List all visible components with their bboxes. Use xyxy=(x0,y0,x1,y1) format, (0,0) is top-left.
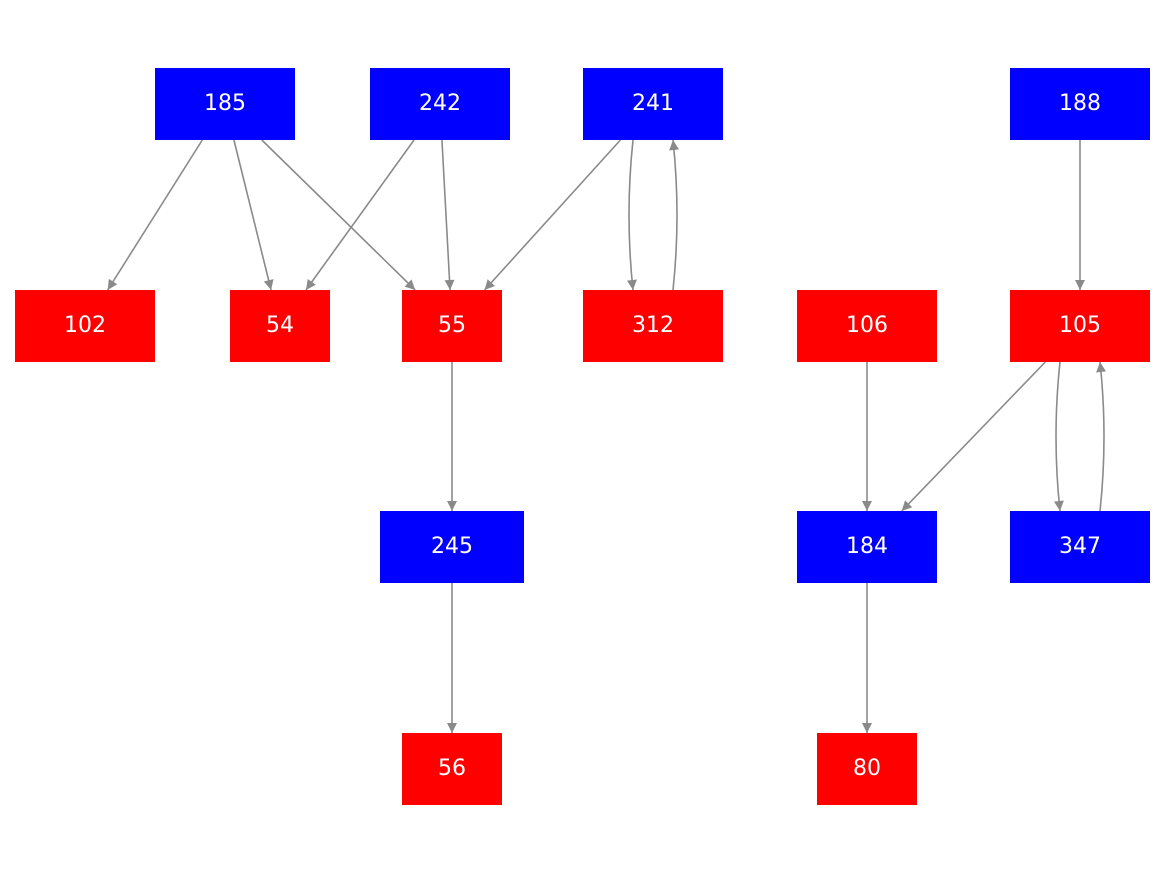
node-label: 54 xyxy=(266,313,294,338)
node-label: 245 xyxy=(431,534,473,559)
node-label: 312 xyxy=(632,313,674,338)
node-label: 347 xyxy=(1059,534,1101,559)
node-label: 106 xyxy=(846,313,888,338)
edge-347-105 xyxy=(1096,361,1107,512)
edge-241-55 xyxy=(484,139,621,291)
graph-node-185: 185 xyxy=(155,68,295,140)
edge-185-54 xyxy=(233,139,274,291)
graph-node-54: 54 xyxy=(230,290,330,362)
graph-node-106: 106 xyxy=(797,290,937,362)
graph-node-184: 184 xyxy=(797,511,937,583)
node-label: 242 xyxy=(419,91,461,116)
edge-185-55 xyxy=(261,139,416,291)
graph-node-347: 347 xyxy=(1010,511,1150,583)
node-label: 80 xyxy=(853,756,881,781)
edge-105-347 xyxy=(1053,361,1064,512)
graph-node-242: 242 xyxy=(370,68,510,140)
graph-node-55: 55 xyxy=(402,290,502,362)
graph-node-105: 105 xyxy=(1010,290,1150,362)
graph-node-241: 241 xyxy=(583,68,723,140)
graph-node-245: 245 xyxy=(380,511,524,583)
graph-node-56: 56 xyxy=(402,733,502,805)
edge-group xyxy=(107,139,1107,733)
graph-node-102: 102 xyxy=(15,290,155,362)
edge-242-54 xyxy=(305,139,415,291)
graph-node-312: 312 xyxy=(583,290,723,362)
node-label: 241 xyxy=(632,91,674,116)
node-label: 105 xyxy=(1059,313,1101,338)
edge-185-102 xyxy=(107,139,203,291)
edge-242-55 xyxy=(441,139,455,291)
node-label: 188 xyxy=(1059,91,1101,116)
graph-node-80: 80 xyxy=(817,733,917,805)
edge-241-312 xyxy=(626,139,637,291)
edge-312-241 xyxy=(669,139,680,291)
edge-105-184 xyxy=(901,361,1046,512)
node-label: 184 xyxy=(846,534,888,559)
node-label: 102 xyxy=(64,313,106,338)
node-label: 56 xyxy=(438,756,466,781)
node-label: 55 xyxy=(438,313,466,338)
node-label: 185 xyxy=(204,91,246,116)
graph-node-188: 188 xyxy=(1010,68,1150,140)
